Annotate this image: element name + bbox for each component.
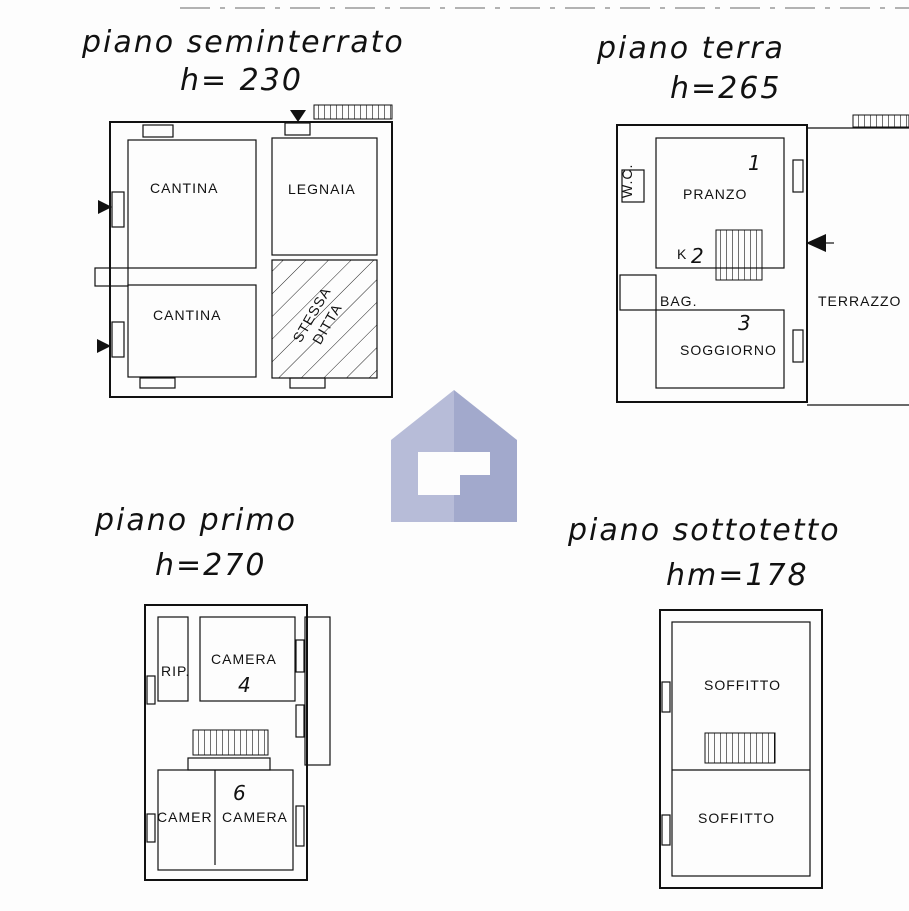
room-number: 2 [691, 244, 704, 268]
room-number: 6 [233, 781, 246, 805]
room-label: BAG. [660, 293, 697, 309]
room-label: CAMER [157, 809, 213, 825]
plan-height: h=265 [670, 71, 781, 106]
plan-height: hm=178 [666, 558, 809, 593]
room-label: SOFFITTO [704, 677, 781, 693]
plan-height: h=270 [155, 548, 266, 583]
plan-title: piano primo [94, 503, 297, 538]
entrance-arrow-icon [290, 110, 306, 122]
room-label: RIP. [161, 663, 190, 679]
plan-title: piano terra [596, 31, 785, 66]
room-number: 3 [738, 311, 751, 335]
plan-primo: piano primo h=270 RIP. CAMERA CAMER CAME… [94, 503, 331, 881]
room-label: CAMERA [211, 651, 277, 667]
entrance-arrow-icon [97, 339, 111, 353]
entrance-arrow-icon [806, 234, 826, 252]
room-label: PRANZO [683, 186, 747, 202]
room-label: CANTINA [150, 180, 218, 196]
room-label: CANTINA [153, 307, 221, 323]
plan-seminterrato: piano seminterrato h= 230 CANTINA LEGNAI… [81, 25, 405, 398]
plan-title: piano sottotetto [567, 513, 841, 548]
entrance-arrow-icon [98, 200, 112, 214]
room-label: TERRAZZO [818, 293, 901, 309]
plan-terra: piano terra h=265 W.C. PRANZO K BAG. SOG… [596, 31, 909, 406]
room-label: SOFFITTO [698, 810, 775, 826]
plan-sottotetto: piano sottotetto hm=178 SOFFITTO SOFFITT… [567, 513, 841, 889]
room-label: SOGGIORNO [680, 342, 777, 358]
room-label: LEGNAIA [288, 181, 356, 197]
room-number: 1 [748, 151, 761, 175]
plan-height: h= 230 [180, 63, 303, 98]
room-label: K [677, 246, 687, 262]
plan-title: piano seminterrato [81, 25, 405, 60]
watermark-logo [391, 390, 517, 522]
room-label: CAMERA [222, 809, 288, 825]
room-number: 4 [238, 673, 251, 697]
room-label: W.C. [619, 164, 635, 198]
